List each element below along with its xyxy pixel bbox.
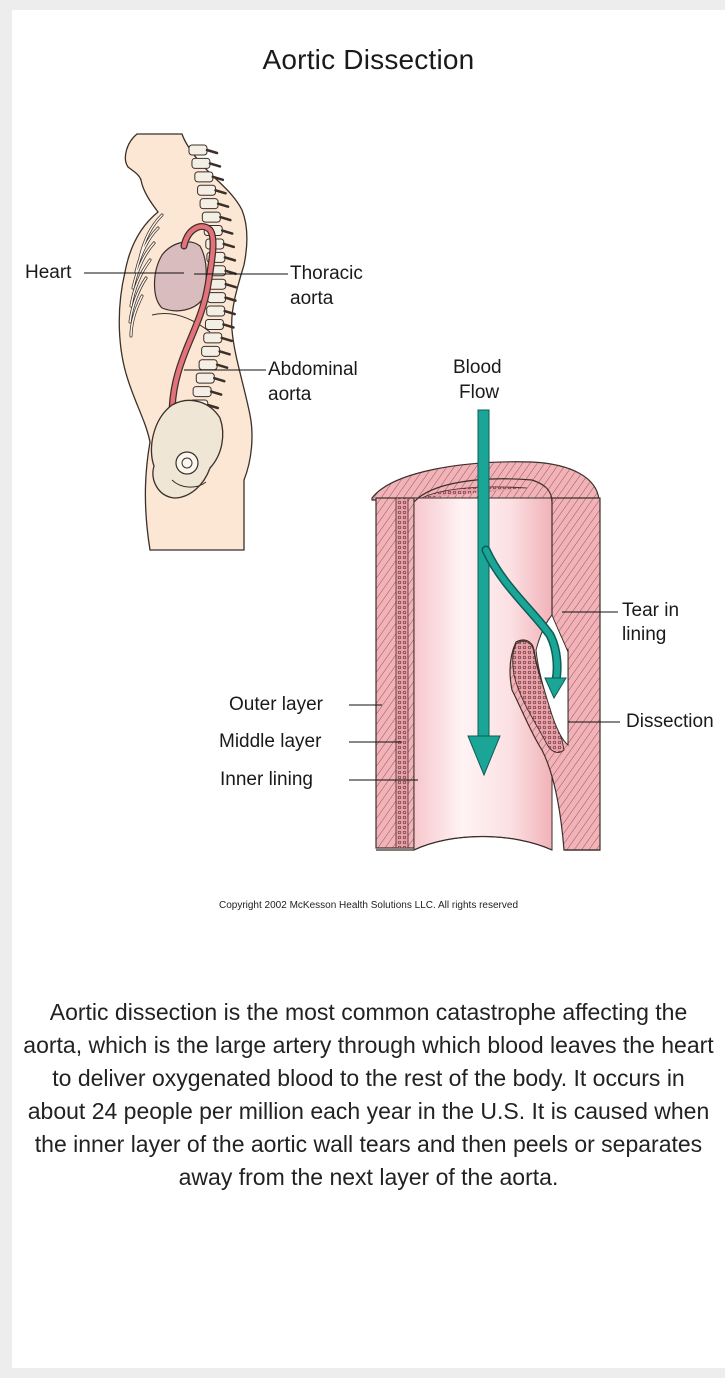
tear-label-line2: lining	[622, 623, 666, 647]
vertebra	[207, 293, 225, 303]
inner-lining-label: Inner lining	[220, 768, 313, 792]
heart-label: Heart	[25, 261, 71, 285]
vertebra	[192, 158, 210, 168]
abdominal-label-line1: Abdominal	[268, 358, 358, 382]
thoracic-label-line2: aorta	[290, 287, 333, 311]
vertebra	[198, 185, 216, 195]
vertebra	[205, 319, 223, 329]
vertebra-process	[207, 150, 217, 153]
vertebra	[199, 360, 217, 370]
vertebra	[202, 346, 220, 356]
vertebra	[202, 212, 220, 222]
vertebra	[196, 373, 214, 383]
tear-label-line1: Tear in	[622, 599, 679, 623]
vertebra	[195, 172, 213, 182]
outer-layer-label: Outer layer	[229, 693, 323, 717]
page: Aortic Dissection	[12, 10, 725, 1368]
copyright-notice: Copyright 2002 McKesson Health Solutions…	[12, 900, 725, 911]
blood-flow-label-line2: Flow	[459, 381, 499, 405]
vertebra	[193, 387, 211, 397]
dissection-label: Dissection	[626, 710, 714, 734]
thoracic-label-line1: Thoracic	[290, 262, 363, 286]
vertebra	[204, 333, 222, 343]
blood-flow-label-line1: Blood	[453, 356, 502, 380]
vertebra-process	[210, 163, 220, 166]
vertebra	[200, 199, 218, 209]
vertebra	[189, 145, 207, 155]
abdominal-label-line2: aorta	[268, 383, 311, 407]
middle-layer-label: Middle layer	[219, 730, 321, 754]
aortic-dissection-illustration	[12, 10, 725, 910]
vertebra	[207, 306, 225, 316]
description-text: Aortic dissection is the most common cat…	[22, 996, 715, 1194]
